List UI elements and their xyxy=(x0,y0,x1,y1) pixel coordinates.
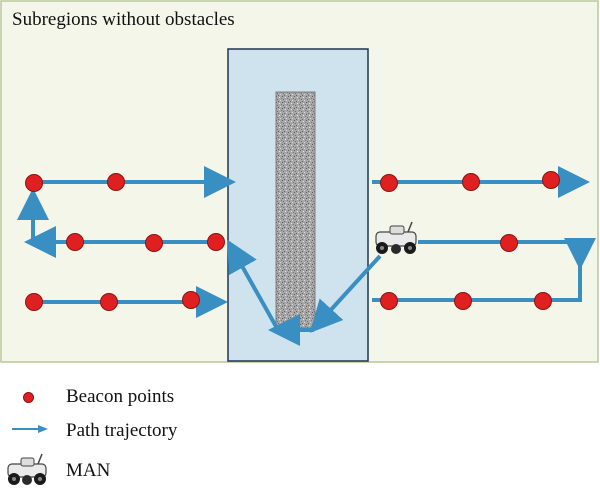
legend-man-label: MAN xyxy=(66,460,111,481)
beacons xyxy=(25,171,560,311)
path-arrow-icon xyxy=(12,425,48,433)
detour-down xyxy=(309,254,382,333)
beacon-point xyxy=(500,234,518,252)
obstacle-pillar xyxy=(275,91,316,329)
beacon-point xyxy=(542,171,560,189)
beacon-point xyxy=(25,174,43,192)
detour-path xyxy=(227,239,382,346)
beacon-point xyxy=(100,293,118,311)
path-right-row3 xyxy=(372,242,582,302)
beacon-point xyxy=(534,292,552,310)
legend-path-label: Path trajectory xyxy=(66,420,178,441)
man-robot-icon xyxy=(375,221,417,254)
beacon-point xyxy=(107,173,125,191)
beacon-point xyxy=(182,291,200,309)
beacon-point xyxy=(380,292,398,310)
legend-beacon: Beacon points xyxy=(0,384,260,414)
beacon-point xyxy=(207,233,225,251)
path-left-corner xyxy=(31,197,40,244)
legend-path: Path trajectory xyxy=(0,418,260,448)
beacon-point xyxy=(380,174,398,192)
legend-beacon-label: Beacon points xyxy=(66,386,175,407)
beacon-point xyxy=(145,234,163,252)
detour-up xyxy=(227,239,280,331)
beacon-dot-icon xyxy=(23,392,34,403)
legend-man: MAN xyxy=(0,452,260,485)
beacon-point xyxy=(66,233,84,251)
beacon-point xyxy=(454,292,472,310)
beacon-point xyxy=(462,173,480,191)
region-title: Subregions without obstacles xyxy=(12,9,235,30)
beacon-point xyxy=(25,293,43,311)
man-robot-icon xyxy=(7,453,47,485)
